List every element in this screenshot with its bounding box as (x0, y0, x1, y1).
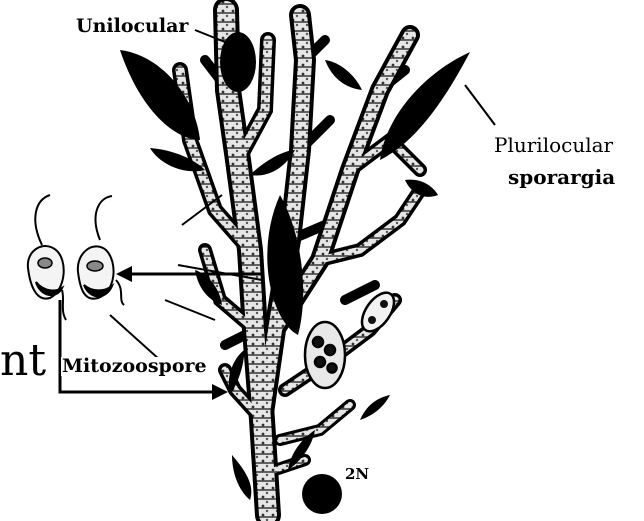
label-ploidy: 2N (345, 467, 369, 482)
ploidy-dot (302, 474, 342, 514)
zoospore-right (78, 196, 124, 305)
label-unilocular: Unilocular (76, 17, 188, 36)
label-mitozoospore: Mitozoospore (61, 357, 208, 376)
label-sporangia: sporargia (508, 167, 615, 187)
label-cropped-text: nt (0, 339, 46, 383)
unilocular-sporangium (220, 32, 256, 92)
zoospores (28, 195, 124, 320)
label-plurilocular: Plurilocular (494, 135, 613, 155)
arrowhead-left-icon (116, 266, 132, 282)
arrow-return (60, 300, 215, 392)
